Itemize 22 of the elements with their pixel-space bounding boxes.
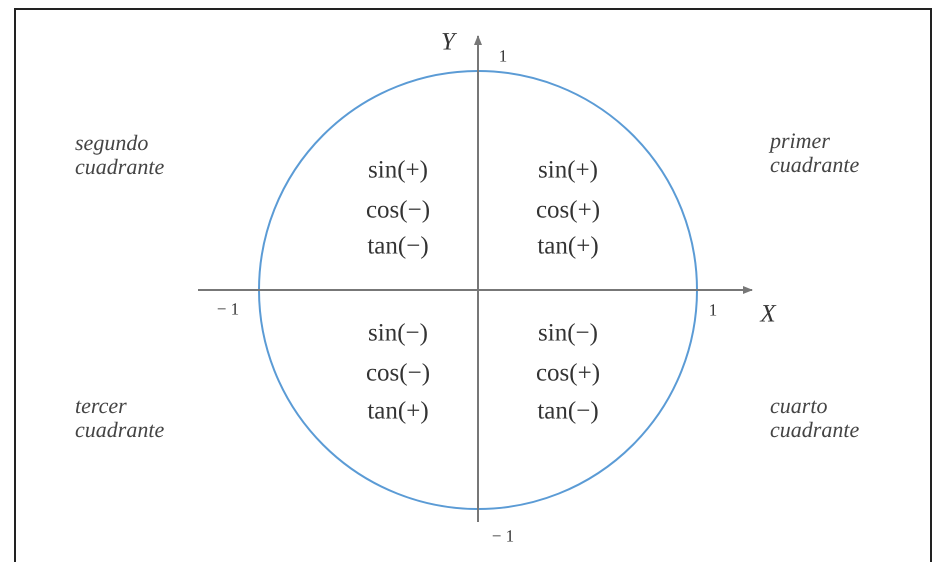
tick-label: 1 xyxy=(498,48,508,66)
tick-label: 1 xyxy=(708,302,718,320)
quadrant-label: cuarto cuadrante xyxy=(770,394,860,442)
sign-label: tan(−) xyxy=(537,397,599,425)
sign-label: cos(+) xyxy=(536,196,600,224)
quadrant-label: segundo cuadrante xyxy=(75,130,166,180)
sign-label: tan(+) xyxy=(537,232,599,260)
sign-label: tan(−) xyxy=(367,232,429,260)
sign-label: sin(−) xyxy=(368,319,428,347)
tick-label: − 1 xyxy=(492,528,514,546)
sign-label: tan(+) xyxy=(367,397,429,425)
sign-label: sin(+) xyxy=(368,156,428,184)
quadrant-label: tercer cuadrante xyxy=(75,394,166,442)
sign-label: cos(+) xyxy=(536,359,600,387)
sign-label: sin(+) xyxy=(538,156,598,184)
axis-label: Y xyxy=(441,28,455,56)
quadrant-label: primer cuadrante xyxy=(770,128,860,178)
axis-label: X xyxy=(760,300,776,328)
tick-label: − 1 xyxy=(216,300,240,320)
sign-label: cos(−) xyxy=(366,359,430,387)
sign-label: sin(−) xyxy=(538,319,598,347)
sign-label: cos(−) xyxy=(366,196,430,224)
